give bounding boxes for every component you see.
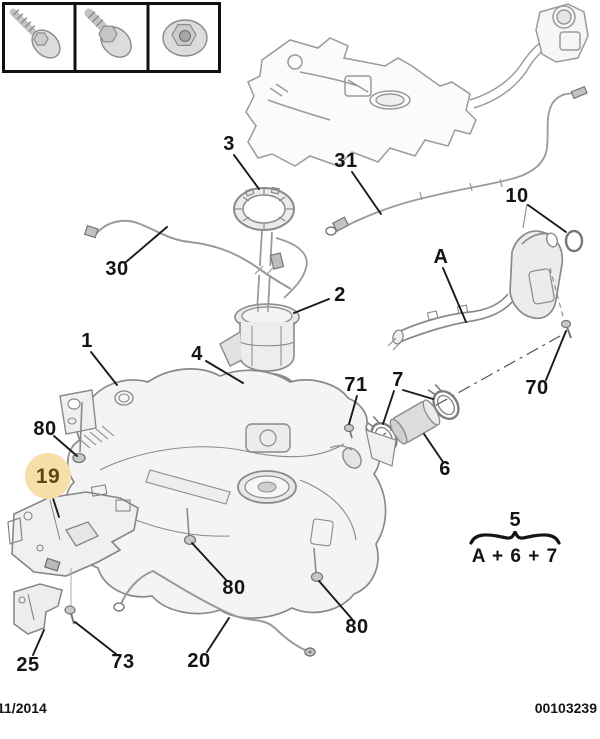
callout-80-bottom-right[interactable]: 80 <box>345 616 369 638</box>
pump-tubes-drawing <box>250 230 308 312</box>
assembly-group-note: 5 A + 6 + 7 <box>469 510 561 566</box>
overbrace-icon <box>469 531 561 545</box>
filler-pipe-drawing <box>387 203 565 351</box>
callout-4[interactable]: 4 <box>191 343 203 365</box>
assembly-group-formula: A + 6 + 7 <box>471 546 559 567</box>
tank-shield-19-drawing <box>7 484 139 608</box>
callout-7[interactable]: 7 <box>392 369 404 391</box>
callout-73[interactable]: 73 <box>111 651 135 673</box>
flanged-hex-screw-long-icon <box>9 8 61 59</box>
callout-80-left[interactable]: 80 <box>33 418 57 440</box>
callout-6[interactable]: 6 <box>439 458 451 480</box>
document-reference: 00103239 <box>534 700 597 716</box>
callout-71[interactable]: 71 <box>344 374 368 396</box>
callout-31[interactable]: 31 <box>334 150 358 172</box>
callout-3[interactable]: 3 <box>223 133 235 155</box>
filler-cap-ring-drawing <box>564 229 584 253</box>
vent-hose-30-drawing <box>83 219 292 290</box>
callout-80-bottom-left[interactable]: 80 <box>222 577 246 599</box>
screw-71-drawing <box>343 423 355 439</box>
callout-19-highlighted[interactable]: 19 <box>25 453 71 499</box>
support-bracket-25-drawing <box>13 583 63 635</box>
complete-tank-assembly-drawing <box>245 3 589 167</box>
leader-lines <box>32 154 567 656</box>
document-date: 11/2014 <box>0 700 47 716</box>
breather-hose-20-drawing <box>113 569 316 657</box>
flanged-hex-screw-short-icon <box>84 8 132 58</box>
fuel-pump-module-drawing <box>219 303 300 372</box>
callout-25[interactable]: 25 <box>16 654 40 676</box>
callout-10[interactable]: 10 <box>505 185 529 207</box>
screw-80-bottom-right-drawing <box>310 547 324 583</box>
assembly-group-result: 5 <box>509 509 521 531</box>
screw-80-bottom-left-drawing <box>183 507 197 546</box>
locking-ring-drawing <box>233 186 295 231</box>
callout-30[interactable]: 30 <box>105 258 129 280</box>
screw-80-left-drawing <box>72 401 86 464</box>
fastener-legend-box[interactable] <box>2 2 221 73</box>
connecting-sleeve-drawing <box>389 399 441 445</box>
callout-2[interactable]: 2 <box>334 284 346 306</box>
sender-harness-drawing <box>325 85 588 236</box>
screw-70-drawing <box>560 319 572 339</box>
callout-1[interactable]: 1 <box>81 330 93 352</box>
callout-70[interactable]: 70 <box>525 377 549 399</box>
flanged-hex-nut-icon <box>162 19 208 57</box>
callout-20[interactable]: 20 <box>187 650 211 672</box>
fuel-tank-drawing <box>59 368 397 619</box>
callout-A[interactable]: A <box>433 246 449 268</box>
screw-73-drawing <box>64 605 76 625</box>
